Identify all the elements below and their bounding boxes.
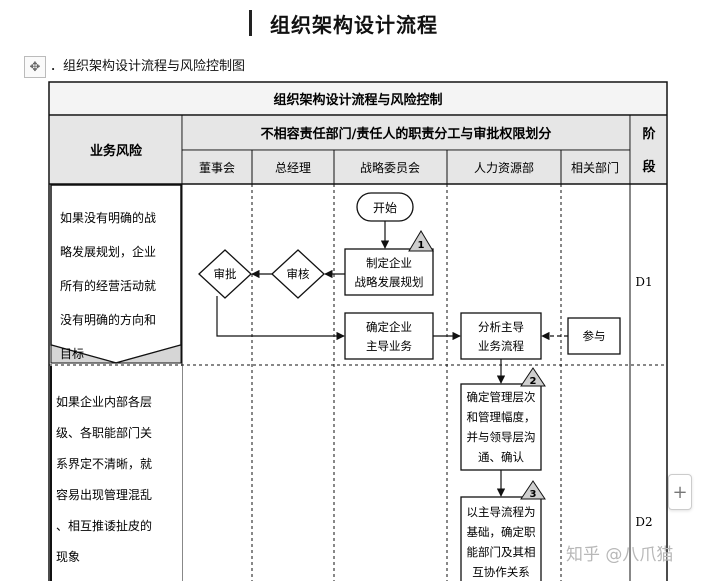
dept-strategy-committee: 战略委员会 <box>360 160 420 175</box>
badge-3-label: 3 <box>530 489 537 500</box>
dept-general-manager: 总经理 <box>275 161 311 175</box>
badge-1-label: 1 <box>418 240 425 251</box>
step3-box <box>460 496 542 581</box>
analyze-label-line2: 业务流程 <box>478 339 524 353</box>
step1-box <box>344 248 434 296</box>
risk1-lines-line: 所有的经营活动就 <box>60 278 156 293</box>
section-subtitle: ．组织架构设计流程与风险控制图 <box>50 59 246 74</box>
step3-lines-line: 基础，确定职 <box>467 525 536 539</box>
approve-label: 审批 <box>214 267 237 281</box>
risk1-lines-line: 目标 <box>60 347 84 361</box>
risk-header: 业务风险 <box>90 143 143 159</box>
participate-label: 参与 <box>583 329 606 343</box>
step3-lines-line: 能部门及其相 <box>467 545 536 559</box>
analyze-process-box <box>460 312 542 360</box>
approve-diamond <box>198 249 252 299</box>
control-point-badge-1 <box>408 230 434 252</box>
document-title: 组织架构设计流程 <box>249 6 438 40</box>
risk1-lines-line: 略发展规划，企业 <box>60 244 156 259</box>
stage-header-cell <box>631 116 666 184</box>
risk1-lines-line: 如果没有明确的战 <box>60 210 156 225</box>
document-title-text: 组织架构设计流程 <box>270 12 438 37</box>
step2-lines-line: 和管理幅度， <box>467 410 536 424</box>
table-move-handle-icon[interactable]: ✥ <box>24 56 46 78</box>
watermark-text: 知乎 @八爪猫 <box>566 545 674 565</box>
step2-lines-line: 通、确认 <box>478 450 524 464</box>
review-label: 审核 <box>287 267 310 281</box>
control-point-badge-2 <box>520 367 546 387</box>
control-point-badge-3 <box>520 480 546 500</box>
add-row-button[interactable]: + <box>668 474 692 510</box>
stage-header-char-1: 阶 <box>642 126 656 142</box>
dept-hr: 人力资源部 <box>474 160 534 175</box>
stage-d1: D1 <box>635 275 652 289</box>
risk-header-cell <box>50 116 182 184</box>
risk2-lines-line: 现象 <box>56 550 80 564</box>
risk-cell-2 <box>50 366 182 581</box>
dept-related: 相关部门 <box>571 160 619 175</box>
stage-d2: D2 <box>635 515 652 529</box>
risk1-lines-line: 没有明确的方向和 <box>60 312 156 327</box>
step2-lines-line: 并与领导层沟 <box>467 430 536 444</box>
confirm-business-box <box>344 312 434 360</box>
analyze-label-line1: 分析主导 <box>478 320 524 334</box>
title-bar <box>249 10 252 36</box>
risk2-lines-line: 级、各职能部门关 <box>56 425 152 440</box>
dept-board: 董事会 <box>199 161 235 175</box>
risk2-lines-line: 、相互推诿扯皮的 <box>56 518 152 533</box>
risk-text-2: 如果企业内部各层级、各职能部门关系界定不清晰，就容易出现管理混乱、相互推诿扯皮的… <box>56 394 152 564</box>
stage-header-char-2: 段 <box>642 159 655 175</box>
confirm-label-line2: 主导业务 <box>366 339 412 353</box>
risk2-lines-line: 如果企业内部各层 <box>56 394 152 409</box>
badge-2-label: 2 <box>530 376 537 387</box>
step2-box <box>460 383 542 471</box>
step1-label-line2: 战略发展规划 <box>355 275 424 289</box>
review-diamond <box>271 249 325 299</box>
step2-lines-line: 确定管理层次 <box>467 390 536 404</box>
confirm-label-line1: 确定企业 <box>366 320 412 334</box>
risk2-lines-line: 系界定不清晰，就 <box>56 456 152 471</box>
start-label: 开始 <box>373 201 397 215</box>
responsibility-header: 不相容责任部门/责任人的职责分工与审批权限划分 <box>261 126 552 142</box>
step1-label-line1: 制定企业 <box>366 256 412 270</box>
step3-lines-line: 以主导流程为 <box>467 505 536 519</box>
risk2-lines-line: 容易出现管理混乱 <box>56 487 152 502</box>
responsibility-header-cell <box>183 116 630 150</box>
step3-lines-line: 互协作关系 <box>472 565 530 579</box>
department-header-row <box>183 151 630 184</box>
caption-row <box>50 83 666 115</box>
table-frame <box>48 81 668 581</box>
table-caption: 组织架构设计流程与风险控制 <box>273 92 442 108</box>
